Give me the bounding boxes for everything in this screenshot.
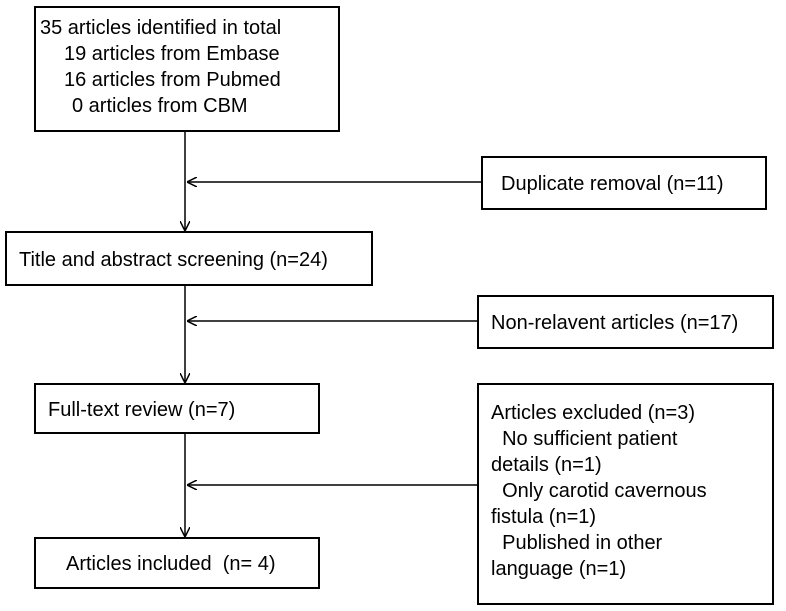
excluded-line-3: Only carotid cavernous — [491, 480, 707, 502]
fulltext-label: Full-text review (n=7) — [48, 399, 236, 421]
screening-box: Title and abstract screening (n=24) — [5, 231, 373, 286]
excluded-line-2: details (n=1) — [491, 454, 602, 476]
excluded-title: Articles excluded (n=3) — [491, 402, 695, 424]
nonrelevant-label: Non-relavent articles (n=17) — [491, 312, 739, 334]
included-box: Articles included (n= 4) — [34, 537, 320, 589]
excluded-line-4: fistula (n=1) — [491, 506, 597, 528]
excluded-line-1: No sufficient patient — [491, 428, 678, 450]
duplicate-box: Duplicate removal (n=11) — [481, 156, 767, 210]
screening-label: Title and abstract screening (n=24) — [19, 249, 328, 271]
fulltext-box: Full-text review (n=7) — [34, 383, 320, 434]
identified-box: 35 articles identified in total 19 artic… — [34, 6, 340, 132]
source-pubmed: 16 articles from Pubmed — [64, 69, 281, 91]
duplicate-label: Duplicate removal (n=11) — [501, 173, 724, 195]
source-cbm: 0 articles from CBM — [72, 95, 248, 117]
identified-title: 35 articles identified in total — [40, 17, 282, 39]
excluded-box: Articles excluded (n=3) No sufficient pa… — [477, 383, 774, 605]
source-embase: 19 articles from Embase — [64, 43, 280, 65]
excluded-line-5: Published in other — [491, 532, 663, 554]
nonrelevant-box: Non-relavent articles (n=17) — [477, 295, 774, 349]
excluded-line-6: language (n=1) — [491, 558, 627, 580]
included-label: Articles included (n= 4) — [66, 553, 276, 575]
